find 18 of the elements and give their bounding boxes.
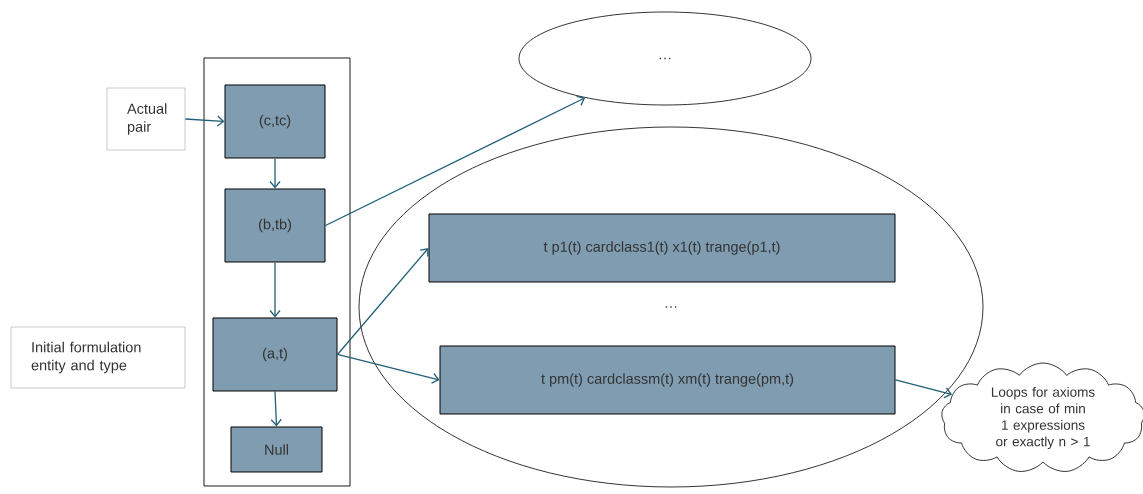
- process-box: t p1(t) cardclass1(t) x1(t) trange(p1,t): [428, 213, 896, 283]
- arrow: [336, 353, 440, 384]
- process-box: t pm(t) cardclassm(t) xm(t) trange(pm,t): [439, 345, 896, 415]
- arrow: [269, 261, 281, 318]
- process-box: (c,tc): [224, 84, 326, 159]
- container-box: [203, 57, 351, 487]
- process-box: (a,t): [212, 317, 338, 392]
- process-box: Null: [230, 426, 323, 473]
- cloud: Loops for axioms in case of min 1 expressions or exactly n > 1: [941, 362, 1143, 472]
- arrow: [184, 115, 225, 127]
- arrow: [269, 157, 281, 189]
- arrow: [336, 248, 429, 356]
- arrow: [894, 379, 953, 399]
- arrow: [270, 390, 282, 427]
- text-box: Actual pair: [106, 87, 186, 151]
- arrow: [324, 95, 586, 227]
- text-box: Initial formulation entity and type: [10, 326, 186, 389]
- process-box: (b,tb): [224, 188, 326, 263]
